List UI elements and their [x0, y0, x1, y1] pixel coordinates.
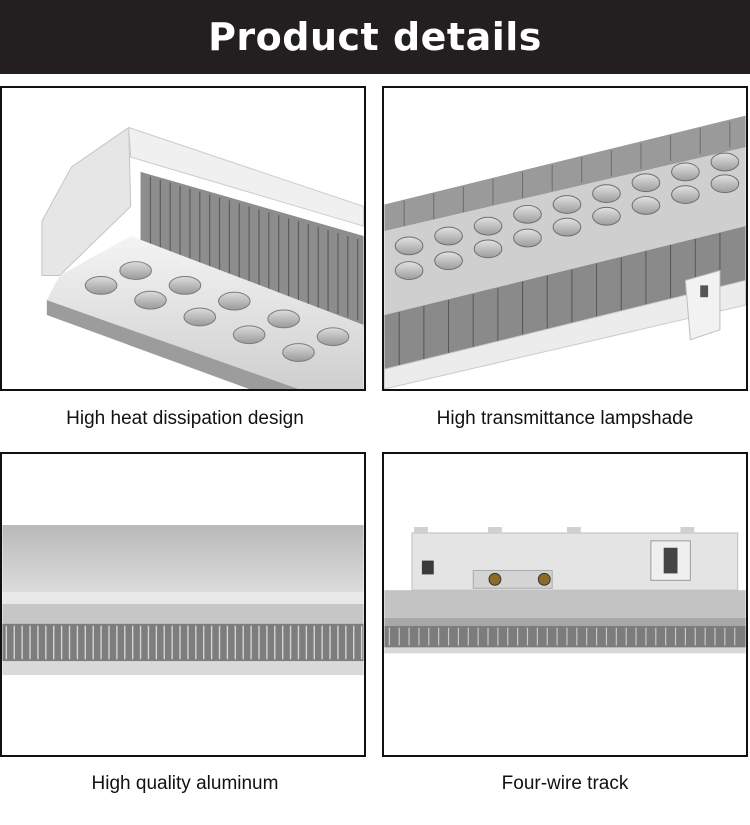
product-image-heat-dissipation	[0, 86, 366, 391]
header-banner: Product details	[0, 0, 750, 74]
aluminum-illustration	[2, 454, 364, 755]
caption-heat-dissipation: High heat dissipation design	[66, 408, 304, 429]
caption-four-wire-track: Four-wire track	[501, 773, 629, 794]
product-image-lampshade	[382, 86, 748, 391]
four-wire-track-illustration	[384, 454, 746, 755]
caption-aluminum: High quality aluminum	[91, 773, 279, 794]
lampshade-illustration	[384, 88, 746, 389]
page-title: Product details	[208, 15, 542, 59]
caption-lampshade: High transmittance lampshade	[436, 408, 694, 429]
product-image-aluminum	[0, 452, 366, 757]
product-image-four-wire-track	[382, 452, 748, 757]
heat-dissipation-illustration	[2, 88, 364, 389]
